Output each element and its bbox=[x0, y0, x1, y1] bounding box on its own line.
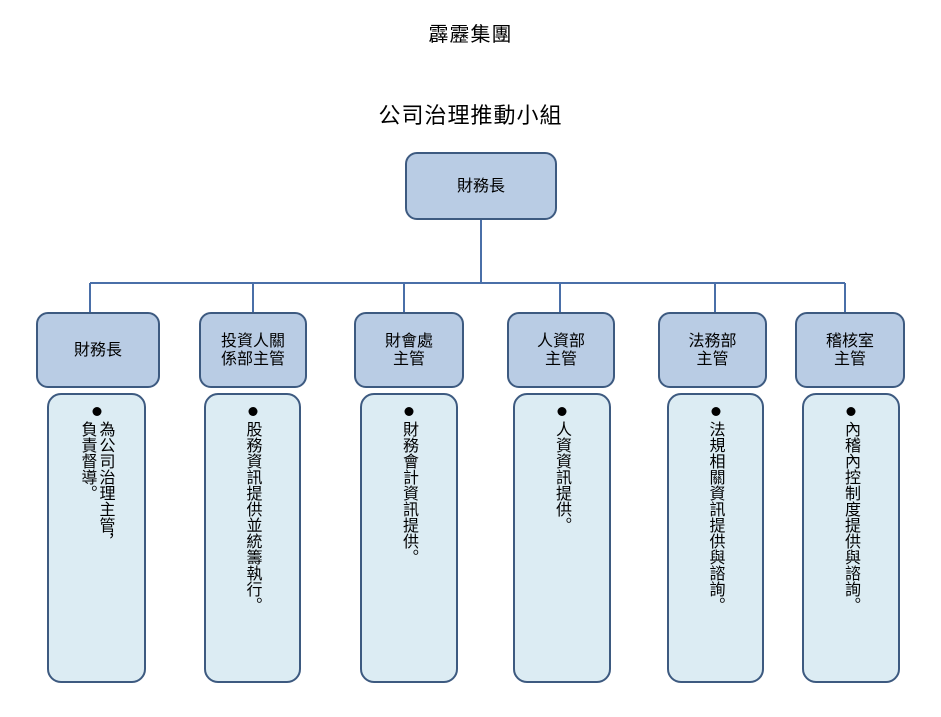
unit-desc-accounting: 財務會計資訊提供。 bbox=[360, 393, 458, 683]
unit-desc-text: 為公司治理主管， 負責督導。 bbox=[78, 421, 116, 549]
unit-node-audit: 稽核室 主管 bbox=[795, 312, 905, 388]
unit-desc-text: 人資資訊提供。 bbox=[553, 421, 572, 533]
unit-desc-investor-relations: 股務資訊提供並統籌執行。 bbox=[204, 393, 301, 683]
bullet-icon bbox=[557, 407, 567, 416]
unit-node-label: 法務部 主管 bbox=[688, 331, 737, 368]
unit-desc-text: 內稽內控制度提供與諮詢。 bbox=[842, 421, 861, 613]
unit-desc-cfo: 為公司治理主管， 負責督導。 bbox=[47, 393, 146, 683]
bullet-icon bbox=[846, 407, 856, 416]
chart-title: 公司治理推動小組 bbox=[378, 104, 563, 129]
unit-node-label: 投資人關 係部主管 bbox=[220, 331, 285, 368]
unit-node-label: 稽核室 主管 bbox=[825, 331, 874, 368]
root-node-label: 財務長 bbox=[456, 176, 505, 195]
root-node: 財務長 bbox=[405, 152, 557, 220]
unit-node-investor-relations: 投資人關 係部主管 bbox=[199, 312, 307, 388]
company-name: 霹靂集團 bbox=[428, 22, 513, 46]
unit-node-label: 人資部 主管 bbox=[536, 331, 585, 368]
unit-node-cfo: 財務長 bbox=[36, 312, 160, 388]
unit-desc-text: 財務會計資訊提供。 bbox=[400, 421, 419, 565]
unit-desc-text: 股務資訊提供並統籌執行。 bbox=[243, 421, 263, 613]
unit-node-label: 財務長 bbox=[73, 340, 122, 359]
unit-desc-legal: 法規相關資訊提供與諮詢。 bbox=[667, 393, 764, 683]
unit-desc-text: 法規相關資訊提供與諮詢。 bbox=[706, 421, 726, 613]
unit-desc-hr: 人資資訊提供。 bbox=[513, 393, 611, 683]
unit-node-label: 財會處 主管 bbox=[384, 331, 433, 368]
unit-node-legal: 法務部 主管 bbox=[658, 312, 767, 388]
unit-desc-audit: 內稽內控制度提供與諮詢。 bbox=[802, 393, 900, 683]
bullet-icon bbox=[92, 407, 101, 416]
unit-node-hr: 人資部 主管 bbox=[507, 312, 615, 388]
unit-node-accounting: 財會處 主管 bbox=[354, 312, 464, 388]
bullet-icon bbox=[404, 407, 414, 416]
bullet-icon bbox=[711, 407, 720, 416]
bullet-icon bbox=[248, 407, 257, 416]
